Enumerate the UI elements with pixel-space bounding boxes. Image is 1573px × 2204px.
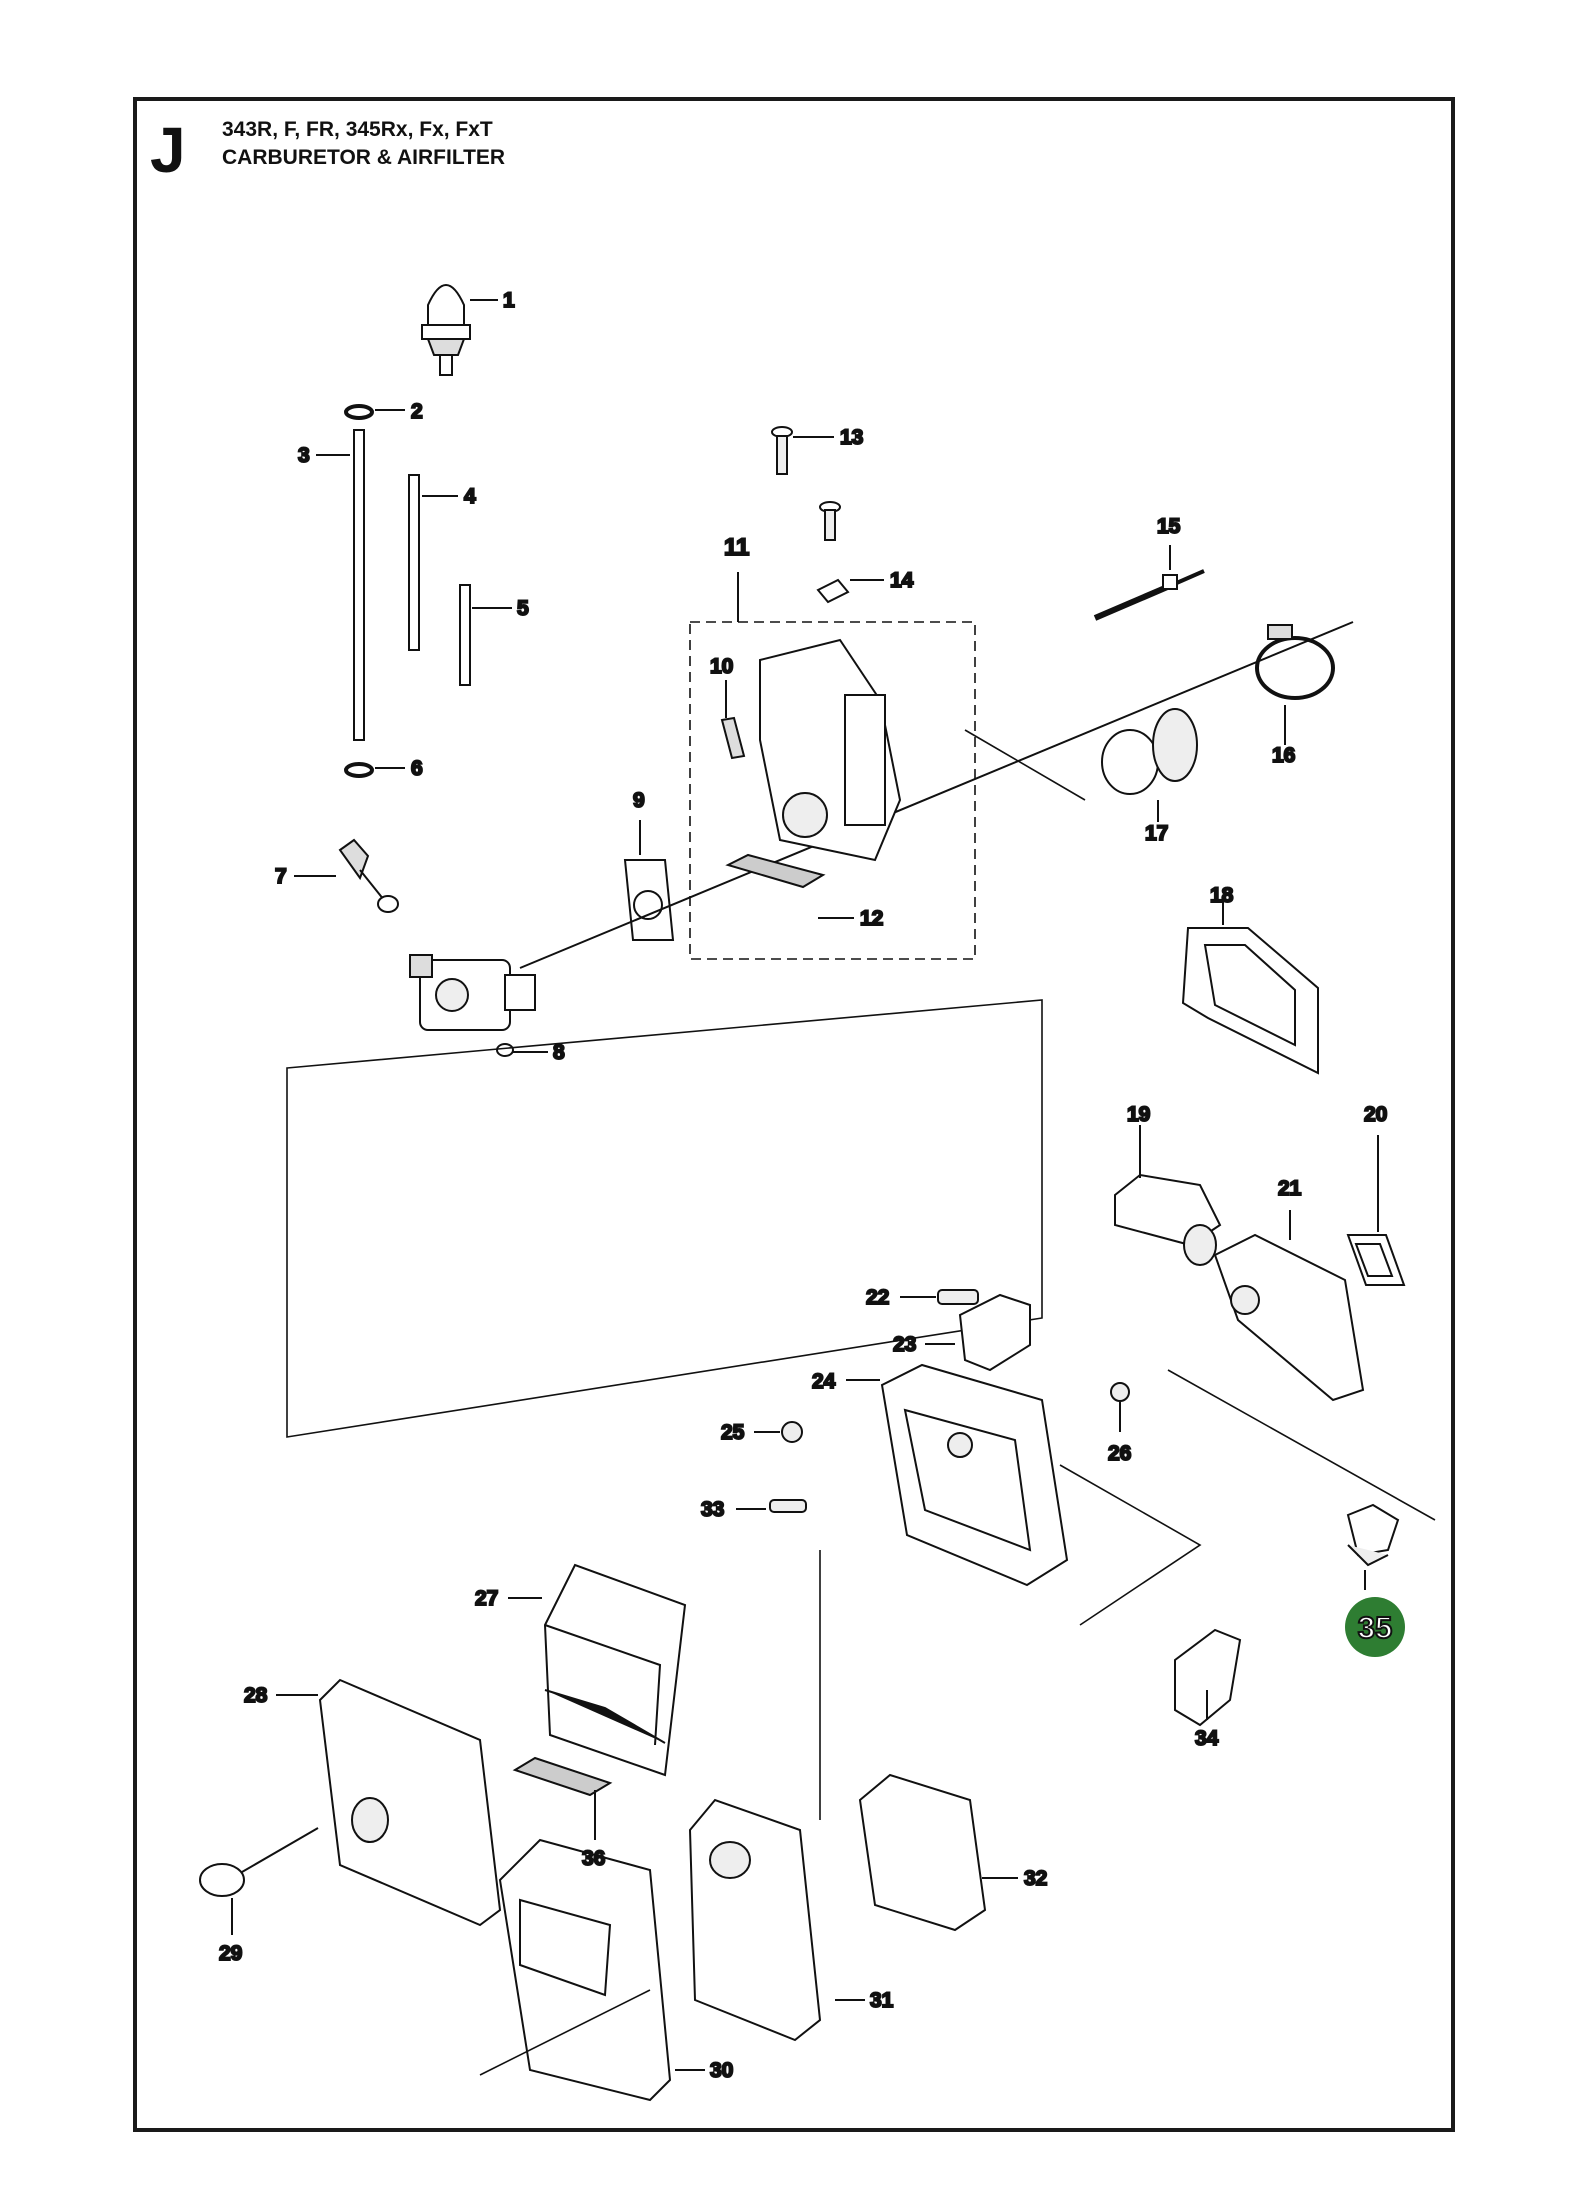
label-part-6: 6 [411, 757, 423, 780]
part-18-filter-gasket[interactable] [1181, 898, 1319, 1075]
part-16-hose-clamp[interactable] [1255, 624, 1335, 745]
label-part-11: 11 [724, 534, 749, 561]
model-list: 343R, F, FR, 345Rx, Fx, FxT [222, 118, 493, 141]
part-10-seal-strip[interactable] [720, 680, 746, 760]
part-17-intake-boot[interactable] [964, 708, 1198, 822]
diagram-frame [133, 97, 1455, 2132]
part-6-o-ring[interactable] [344, 762, 405, 778]
label-part-16: 16 [1272, 744, 1295, 767]
part-2-o-ring[interactable] [344, 404, 405, 420]
label-part-12: 12 [860, 907, 883, 930]
part-27-filter-housing[interactable] [508, 1563, 687, 1777]
label-part-25: 25 [721, 1421, 745, 1444]
label-part-33: 33 [701, 1498, 724, 1521]
part-1-primer-bulb[interactable] [421, 284, 498, 376]
part-35-clip[interactable] [1346, 1503, 1400, 1590]
part-21-filter-base[interactable] [1213, 1210, 1365, 1402]
label-part-28: 28 [244, 1684, 268, 1707]
part-14-screw-bracket[interactable] [816, 501, 884, 604]
part-26-nut[interactable] [1110, 1382, 1130, 1432]
label-part-13: 13 [840, 426, 863, 449]
label-part-21: 21 [1278, 1177, 1302, 1200]
part-20-gasket[interactable] [1346, 1135, 1406, 1286]
label-part-36: 36 [582, 1847, 605, 1870]
part-12-seal-strip[interactable] [725, 853, 854, 919]
label-part-9: 9 [633, 789, 645, 812]
label-part-22: 22 [866, 1286, 889, 1309]
part-25-nut[interactable] [754, 1421, 803, 1443]
label-part-32: 32 [1024, 1867, 1047, 1890]
label-part-29: 29 [219, 1942, 242, 1965]
label-part-19: 19 [1127, 1103, 1150, 1126]
part-3-fuel-tube[interactable] [316, 429, 365, 741]
part-22-pin[interactable] [900, 1289, 979, 1305]
label-part-35: 35 [1358, 1610, 1392, 1645]
highlight-badge-part-35[interactable]: 35 [1345, 1597, 1405, 1657]
label-part-30: 30 [710, 2059, 733, 2082]
part-13-screw[interactable] [771, 426, 834, 475]
label-part-27: 27 [475, 1587, 498, 1610]
label-part-14: 14 [890, 569, 914, 592]
label-part-15: 15 [1157, 515, 1181, 538]
section-letter: J [150, 114, 186, 186]
label-part-8: 8 [553, 1041, 565, 1064]
label-part-18: 18 [1210, 884, 1234, 907]
part-19-air-duct[interactable] [1114, 1125, 1222, 1266]
label-part-4: 4 [464, 485, 476, 508]
label-part-34: 34 [1195, 1727, 1219, 1750]
label-part-7: 7 [275, 865, 287, 888]
part-32-foam-filter[interactable] [858, 1773, 1018, 1932]
label-part-31: 31 [870, 1989, 894, 2012]
label-part-1: 1 [503, 289, 515, 312]
part-31-filter-frame[interactable] [688, 1798, 865, 2042]
part-15-bolt[interactable] [1093, 545, 1205, 621]
part-5-tube[interactable] [459, 584, 512, 686]
label-part-17: 17 [1145, 822, 1168, 845]
part-labels: 1 2 3 4 5 6 7 8 9 10 11 12 13 14 15 16 1… [218, 288, 1388, 2083]
label-part-20: 20 [1364, 1103, 1387, 1126]
label-part-3: 3 [298, 444, 310, 467]
part-28-filter-cover[interactable] [276, 1678, 502, 1927]
part-8-carburetor[interactable] [409, 954, 548, 1057]
label-part-24: 24 [812, 1370, 836, 1393]
part-30-prefilter[interactable] [498, 1838, 705, 2102]
part-34-bracket[interactable] [1174, 1628, 1242, 1727]
part-11-intake-assembly[interactable] [689, 572, 976, 960]
part-36-seal-strip[interactable] [512, 1756, 613, 1840]
label-part-10: 10 [710, 655, 733, 678]
part-4-tube[interactable] [408, 474, 458, 651]
label-part-2: 2 [411, 400, 423, 423]
label-part-23: 23 [893, 1333, 916, 1356]
part-24-filter-holder[interactable] [846, 1363, 1069, 1587]
label-part-5: 5 [517, 597, 529, 620]
part-7-choke-knob[interactable] [294, 838, 399, 913]
part-33-screw[interactable] [736, 1499, 807, 1513]
part-23-bracket[interactable] [925, 1293, 1031, 1372]
diagram-title: CARBURETOR & AIRFILTER [222, 146, 506, 169]
label-part-26: 26 [1108, 1442, 1131, 1465]
part-29-cover-knob[interactable] [199, 1827, 319, 1935]
